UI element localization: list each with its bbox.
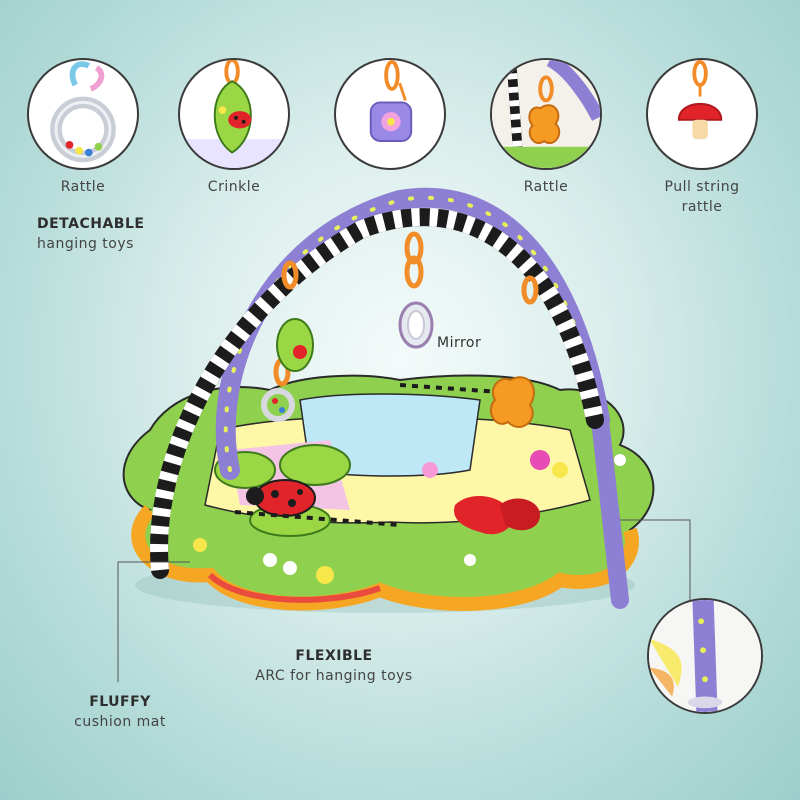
rattle-arch-icon — [492, 60, 600, 168]
rattle-2-caption: Rattle — [523, 179, 569, 195]
mushroom-rattle-icon — [677, 60, 723, 140]
pull-string-toy-circle — [646, 58, 758, 170]
fluffy-bold: FLUFFY — [89, 694, 151, 710]
arc-detail-circle — [647, 598, 763, 714]
detachable-bold: DETACHABLE — [37, 216, 145, 232]
pull-string-caption: Pull string rattle — [636, 177, 768, 217]
cushion-mat — [122, 374, 655, 611]
arc-foot-detail-icon — [649, 600, 761, 712]
orange-rattle-toy — [489, 376, 535, 428]
rattle-toy-circle — [27, 58, 139, 170]
black-white-arch — [150, 208, 604, 579]
pull-string-caption-line2: rattle — [681, 199, 723, 215]
rattle-ring-toy — [261, 388, 295, 422]
rattle-icon — [50, 61, 116, 163]
rattle-caption: Rattle — [60, 179, 106, 195]
detachable-text: hanging toys — [37, 236, 134, 252]
cube-toy-icon — [369, 60, 413, 142]
leaf-toy — [276, 318, 314, 372]
fluffy-label: FLUFFY cushion mat — [50, 692, 190, 732]
pull-string-caption-line1: Pull string — [664, 179, 740, 195]
ladybug-figure — [246, 479, 316, 517]
mirror-toy — [398, 301, 434, 349]
detachable-label: DETACHABLE hanging toys — [37, 214, 144, 254]
flexible-label: FLEXIBLE ARC for hanging toys — [234, 646, 434, 686]
mirror-label: Mirror — [437, 335, 482, 351]
flexible-bold: FLEXIBLE — [295, 648, 373, 664]
crinkle-toy-circle — [178, 58, 290, 170]
crinkle-caption: Crinkle — [207, 179, 261, 195]
fluffy-text: cushion mat — [74, 714, 166, 730]
rattle-2-toy-circle — [490, 58, 602, 170]
flexible-text: ARC for hanging toys — [255, 668, 413, 684]
cube-toy-circle — [334, 58, 446, 170]
crinkle-leaf-icon — [180, 60, 288, 168]
